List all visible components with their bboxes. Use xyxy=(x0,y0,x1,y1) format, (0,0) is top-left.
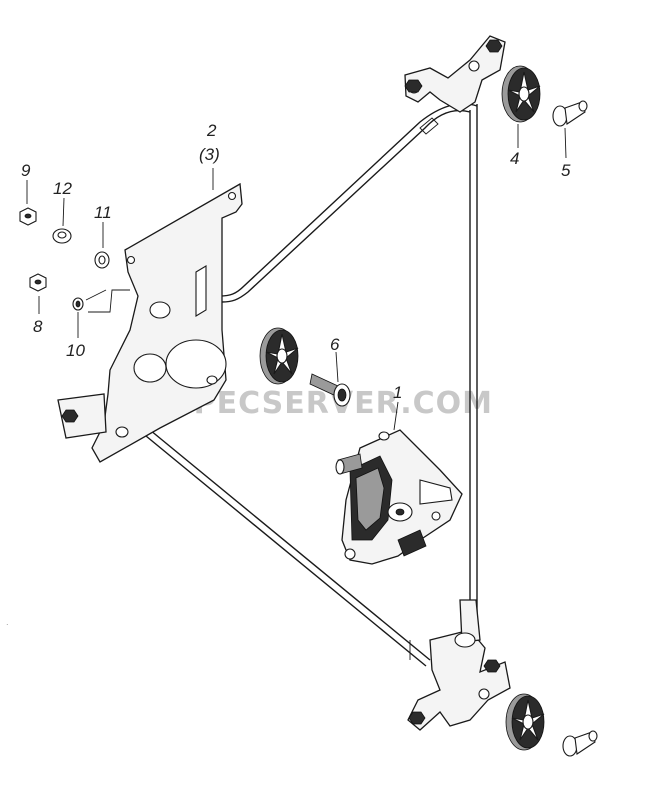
fastener-washer-11 xyxy=(94,251,110,269)
label-part-4: 4 xyxy=(510,149,519,168)
pin-upper xyxy=(552,100,588,127)
label-part-8: 8 xyxy=(33,317,43,336)
pulley-roller-lower xyxy=(505,693,545,751)
pin-lower xyxy=(562,730,598,757)
label-part-5: 5 xyxy=(561,161,571,180)
regulator-mechanism xyxy=(335,429,463,565)
label-part-10: 10 xyxy=(66,341,85,360)
fastener-nut-9 xyxy=(19,207,37,226)
top-bracket xyxy=(404,35,506,113)
label-part-2: 2 xyxy=(206,121,217,140)
mounting-plate xyxy=(57,182,243,463)
fastener-lockwasher-10 xyxy=(72,297,84,311)
label-part-3: (3) xyxy=(199,145,220,164)
fastener-nut-8 xyxy=(29,273,47,292)
leader-lines xyxy=(26,124,567,431)
scan-mark: . xyxy=(6,618,9,627)
bottom-bracket xyxy=(407,599,511,731)
pulley-roller-upper xyxy=(501,65,541,123)
label-part-12: 12 xyxy=(53,179,72,198)
label-part-9: 9 xyxy=(21,161,31,180)
label-part-1: 1 xyxy=(393,383,402,402)
fastener-washer-12 xyxy=(52,228,72,244)
bolt xyxy=(309,373,351,407)
label-part-11: 11 xyxy=(94,203,112,222)
pulley-roller-mid xyxy=(259,327,299,385)
label-part-6: 6 xyxy=(330,335,340,354)
